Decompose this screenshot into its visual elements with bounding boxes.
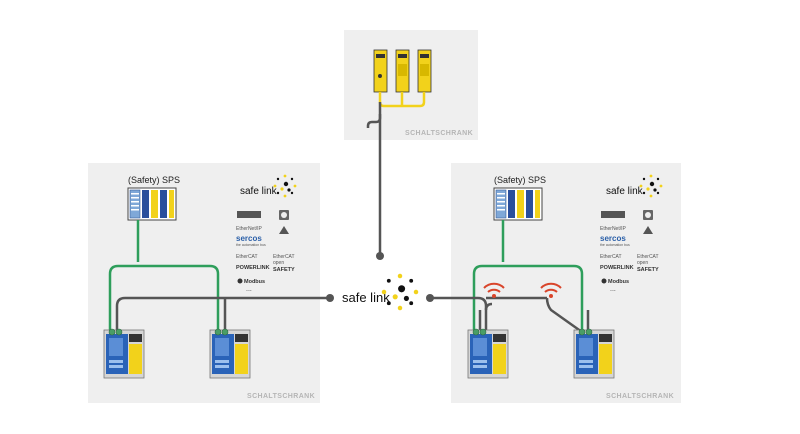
more-protocols: ... xyxy=(610,286,616,293)
modbus-icon xyxy=(237,278,243,284)
profinet-icon xyxy=(237,211,261,218)
connection-dot-right xyxy=(426,294,434,302)
ethernet-ip-label: EtherNet/IP xyxy=(600,226,627,232)
open-safety-label: SAFETY xyxy=(637,267,659,273)
right-protocol-logos: EtherNet/IP sercos the automation bus Et… xyxy=(600,210,659,293)
profinet-icon xyxy=(601,211,625,218)
connection-dot-left xyxy=(326,294,334,302)
right-safe-link-text: safe link xyxy=(606,186,644,197)
ethercat-label: EtherCAT xyxy=(600,254,622,260)
green-fieldbus-lines xyxy=(108,220,584,332)
sercos-sub-label: the automation bus xyxy=(600,243,630,247)
powerlink-label: POWERLINK xyxy=(600,265,634,271)
left-drive-2 xyxy=(209,328,251,379)
open-safety-top-label: open xyxy=(637,260,648,266)
more-protocols: ... xyxy=(246,286,252,293)
right-cabinet-label: SCHALTSCHRANK xyxy=(606,393,674,400)
varan-icon xyxy=(643,226,653,234)
ethercat-safety-label: EtherCAT xyxy=(637,254,659,260)
ethercat-safety-label: EtherCAT xyxy=(273,254,295,260)
left-safe-link-logo: safe link xyxy=(240,174,297,198)
left-protocol-logos: EtherNet/IP sercos the automation bus Et… xyxy=(236,210,295,293)
sercos-label: sercos xyxy=(600,234,626,243)
right-sps-label: (Safety) SPS xyxy=(494,175,546,185)
gray-safe-link-lines xyxy=(115,102,583,334)
ethernet-ip-label: EtherNet/IP xyxy=(236,226,263,232)
left-sps-label: (Safety) SPS xyxy=(128,175,180,185)
right-drive-2 xyxy=(573,328,615,379)
modbus-label: Modbus xyxy=(244,279,265,285)
left-cabinet-label: SCHALTSCHRANK xyxy=(247,393,315,400)
open-safety-top-label: open xyxy=(273,260,284,266)
connection-dot-top xyxy=(376,252,384,260)
wireless-antennas xyxy=(478,310,590,332)
modbus-icon xyxy=(601,278,607,284)
left-safe-link-text: safe link xyxy=(240,186,278,197)
top-cabinet: SCHALTSCHRANK xyxy=(344,30,478,140)
sercos-sub-label: the automation bus xyxy=(236,243,266,247)
ethercat-label: EtherCAT xyxy=(236,254,258,260)
right-drive-1 xyxy=(467,328,509,379)
safe-link-label: safe link xyxy=(342,290,390,305)
center-safe-link: safe link xyxy=(342,273,419,311)
open-safety-label: SAFETY xyxy=(273,267,295,273)
modbus-label: Modbus xyxy=(608,279,629,285)
sercos-label: sercos xyxy=(236,234,262,243)
left-cabinet: (Safety) SPS safe link EtherNet/IP serco… xyxy=(88,163,320,403)
powerlink-label: POWERLINK xyxy=(236,265,270,271)
top-cabinet-label: SCHALTSCHRANK xyxy=(405,130,473,137)
varan-icon xyxy=(279,226,289,234)
left-drive-1 xyxy=(103,328,145,379)
left-plc xyxy=(127,187,177,221)
right-safe-link-logo: safe link xyxy=(606,174,663,198)
right-plc xyxy=(493,187,543,221)
